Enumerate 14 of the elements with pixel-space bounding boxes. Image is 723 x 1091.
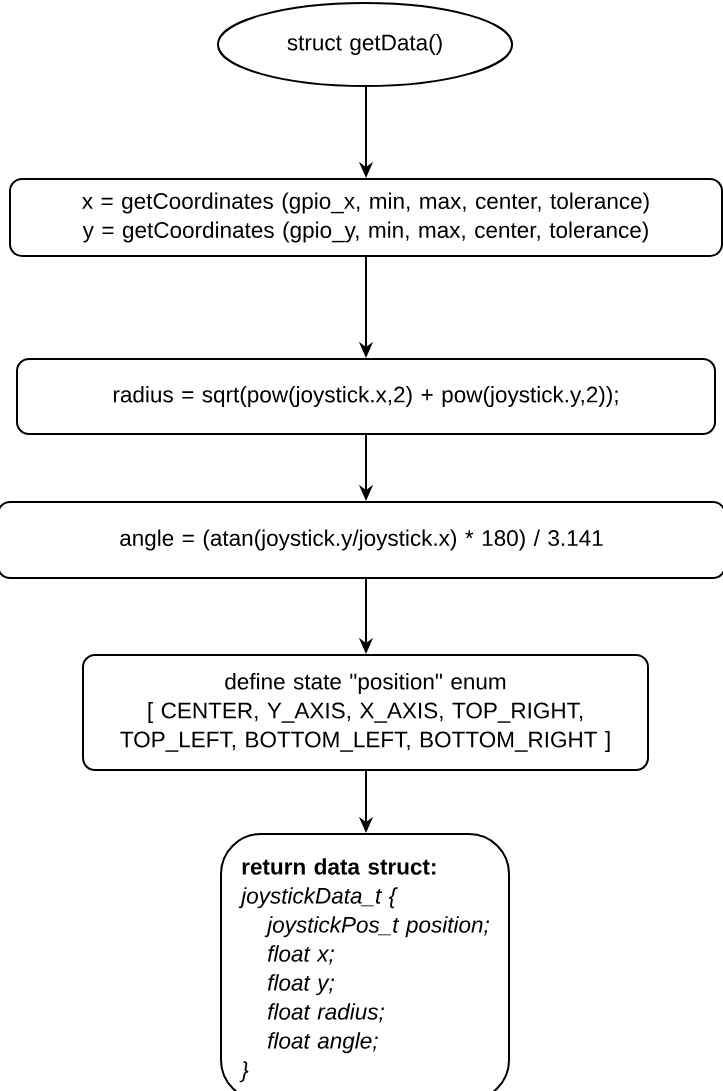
process-box: angle = (atan(joystick.y/joystick.x) * 180) / 3.141 <box>0 501 723 579</box>
process-box: radius = sqrt(pow(joystick.x,2) + pow(joystick.y,2)); <box>16 358 716 435</box>
node-label: } <box>239 1061 249 1083</box>
node-label: float radius; <box>267 1003 384 1023</box>
node-label: float x; <box>267 945 334 965</box>
node-label: float angle; <box>267 1032 378 1054</box>
code-text: return data struct: joystickData_t { joystickPos_t position; float x; float y; float radius; float angle; } <box>238 858 489 1083</box>
node-label: return data struct: <box>242 858 436 875</box>
node-label: joystickData_t { <box>238 887 398 909</box>
process-box: x = getCoordinates (gpio_x, min, max, center, tolerance) y = getCoordinates (gpio_y, min, max, center, tolerance) <box>9 178 723 257</box>
process-box: define state "position" enum [ CENTER, Y_AXIS, X_AXIS, TOP_RIGHT, TOP_LEFT, BOTTOM_LEFT, BOTTOM_RIGHT ] <box>82 654 649 771</box>
node-label: float y; <box>267 974 334 996</box>
node-label: joystickPos_t position; <box>264 916 490 938</box>
struct-box <box>220 833 510 1091</box>
